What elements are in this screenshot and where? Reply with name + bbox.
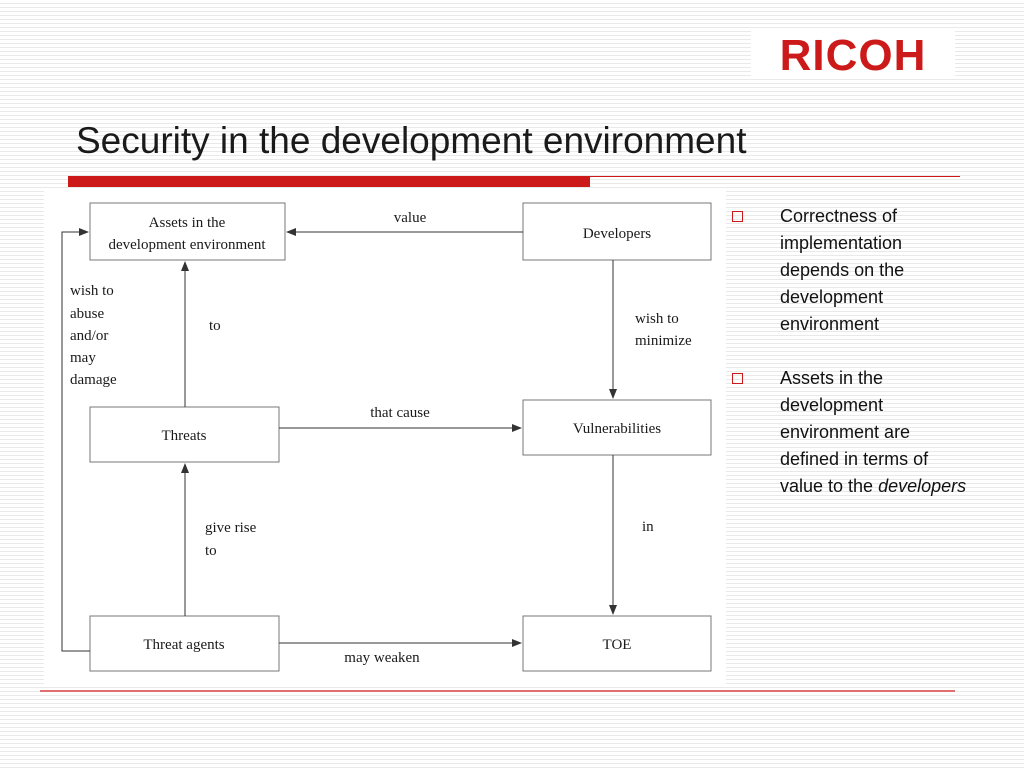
node-vulnerabilities-label: Vulnerabilities (573, 421, 661, 437)
node-assets: Assets in the development environment (89, 202, 286, 261)
title-underline-bar (68, 176, 590, 187)
edge-label-that-cause: that cause (370, 405, 430, 421)
node-developers-label: Developers (583, 226, 651, 242)
slide-title: Security in the development environment (76, 120, 747, 161)
edge-label-wish-to-minimize-2: minimize (635, 333, 692, 349)
edge-label-abuse-5: damage (70, 372, 117, 388)
edge-label-give-rise-to-2: to (205, 543, 217, 559)
node-threats-label: Threats (162, 428, 207, 444)
bullet-item: Correctness of implementation depends on… (728, 203, 968, 338)
edge-label-value: value (394, 210, 427, 226)
edge-wish-to-abuse-arrow (61, 228, 90, 652)
bullet-list: Correctness of implementation depends on… (728, 203, 968, 527)
edge-label-abuse-4: may (70, 350, 96, 366)
security-diagram: Assets in the development environment De… (44, 188, 726, 686)
node-threat-agents: Threat agents (89, 615, 280, 672)
logo-wordmark: RICOH (780, 31, 927, 78)
node-threats: Threats (89, 406, 280, 463)
footer-rule (40, 690, 955, 692)
square-bullet-icon (732, 211, 743, 222)
edge-label-may-weaken: may weaken (344, 650, 420, 666)
edge-label-abuse-1: wish to (70, 283, 114, 299)
square-bullet-icon (732, 373, 743, 384)
edge-label-wish-to-minimize-1: wish to (635, 311, 679, 327)
edge-label-abuse-3: and/or (70, 328, 108, 344)
edge-label-abuse-2: abuse (70, 306, 104, 322)
diagram-canvas: Assets in the development environment De… (61, 202, 712, 672)
node-assets-line-1: Assets in the (149, 215, 226, 231)
node-toe: TOE (522, 615, 712, 672)
edge-label-in: in (642, 519, 654, 535)
title-underline-line (590, 176, 960, 177)
bullet-item: Assets in the development environment ar… (728, 365, 968, 500)
node-threat-agents-label: Threat agents (143, 637, 224, 653)
node-assets-line-2: development environment (108, 237, 266, 253)
edge-label-give-rise-to-1: give rise (205, 520, 257, 536)
edge-label-to: to (209, 318, 221, 334)
node-toe-label: TOE (603, 637, 632, 653)
node-developers: Developers (522, 202, 712, 261)
bullet-text: Correctness of implementation depends on… (780, 206, 905, 334)
bullet-text: Assets in the development environment ar… (780, 368, 929, 496)
node-vulnerabilities: Vulnerabilities (522, 399, 712, 456)
bullet-emphasis: developers (878, 476, 967, 496)
ricoh-logo: RICOH (751, 30, 955, 78)
